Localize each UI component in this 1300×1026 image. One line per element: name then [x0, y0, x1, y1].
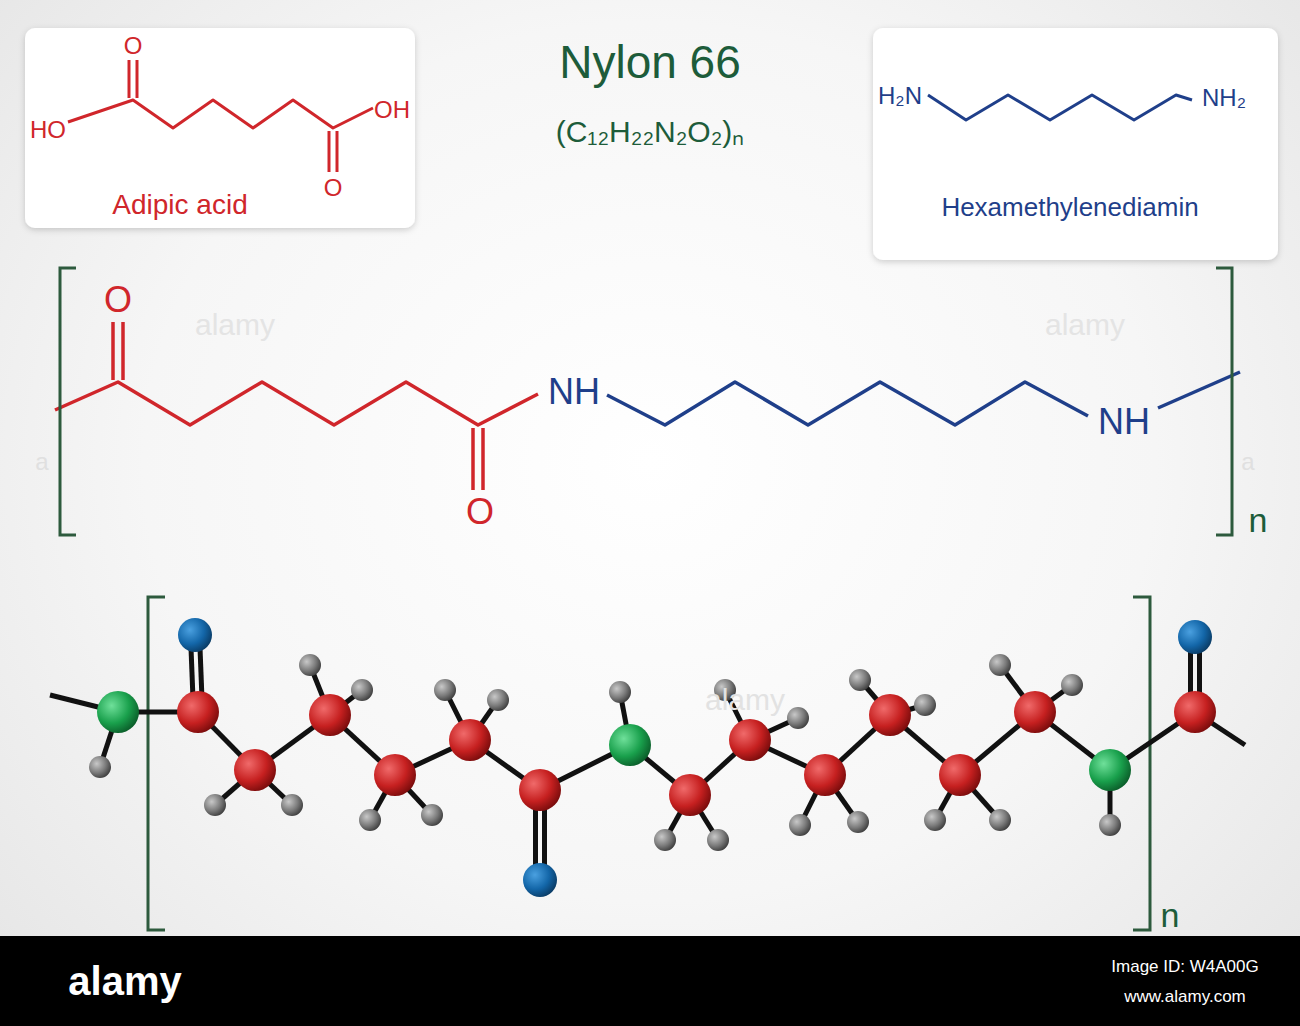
ball-and-stick-model	[50, 618, 1245, 897]
bracket	[60, 268, 1232, 930]
atom-label: NH₂	[1202, 86, 1246, 110]
panel-bg	[25, 28, 415, 228]
atom	[421, 804, 443, 826]
compound-box: HO OH O O Adipic acid	[25, 28, 415, 228]
polymer-skeleton	[55, 322, 1240, 490]
atom	[609, 681, 631, 703]
atom	[789, 814, 811, 836]
atom	[519, 769, 561, 811]
atom	[869, 694, 911, 736]
atom	[804, 754, 846, 796]
atom	[299, 654, 321, 676]
atom	[234, 749, 276, 791]
footer-text: Image ID: W4A00G	[1111, 958, 1258, 975]
compound-name: Hexamethylenediamin	[941, 194, 1198, 220]
atom-label: OH	[374, 98, 410, 122]
atom-label: O	[324, 176, 343, 200]
atom-label: O	[466, 494, 494, 530]
footer-bar	[0, 936, 1300, 1026]
atom-label: O	[124, 34, 143, 58]
atom	[787, 707, 809, 729]
atom-label: H₂N	[878, 84, 922, 108]
atom	[359, 809, 381, 831]
atom	[177, 691, 219, 733]
atom	[654, 829, 676, 851]
atom	[1174, 691, 1216, 733]
atom	[309, 694, 351, 736]
atom	[178, 618, 212, 652]
atom	[914, 694, 936, 716]
atom	[1089, 749, 1131, 791]
watermark: alamy	[195, 310, 275, 340]
repeat-index: n	[1161, 898, 1180, 932]
watermark: a	[35, 450, 48, 474]
watermark: a	[1241, 450, 1254, 474]
atom	[1061, 674, 1083, 696]
atom	[989, 809, 1011, 831]
atom-label: NH	[1098, 404, 1150, 440]
repeat-index: n	[1249, 503, 1268, 537]
atom	[97, 691, 139, 733]
footer-text: www.alamy.com	[1124, 988, 1246, 1005]
atom	[849, 669, 871, 691]
atom	[609, 724, 651, 766]
atom	[924, 809, 946, 831]
panel-bg	[873, 28, 1278, 260]
atom	[374, 754, 416, 796]
atom	[1014, 691, 1056, 733]
atom	[939, 754, 981, 796]
atom	[669, 774, 711, 816]
atom	[1099, 814, 1121, 836]
footer-logo: alamy	[68, 961, 181, 1001]
atom	[1178, 620, 1212, 654]
atom	[729, 719, 771, 761]
atom-label: HO	[30, 118, 66, 142]
watermark: alamy	[705, 685, 785, 715]
atom	[707, 829, 729, 851]
atom	[989, 654, 1011, 676]
diamine-skeleton	[928, 95, 1192, 120]
watermark: alamy	[1045, 310, 1125, 340]
atom-label: O	[104, 282, 132, 318]
atom	[351, 679, 373, 701]
compound-name: Adipic acid	[112, 191, 247, 219]
atom-label: NH	[548, 374, 600, 410]
title: Nylon 66	[559, 39, 741, 85]
atom	[434, 679, 456, 701]
atom	[523, 863, 557, 897]
atom	[281, 794, 303, 816]
adipic-skeleton	[68, 60, 373, 172]
atom	[449, 719, 491, 761]
atom	[204, 794, 226, 816]
atom	[89, 756, 111, 778]
formula: (C₁₂H₂₂N₂O₂)ₙ	[556, 117, 745, 147]
atom	[487, 689, 509, 711]
atom	[847, 811, 869, 833]
compound-box: H₂N NH₂ Hexamethylenediamin	[873, 28, 1278, 260]
